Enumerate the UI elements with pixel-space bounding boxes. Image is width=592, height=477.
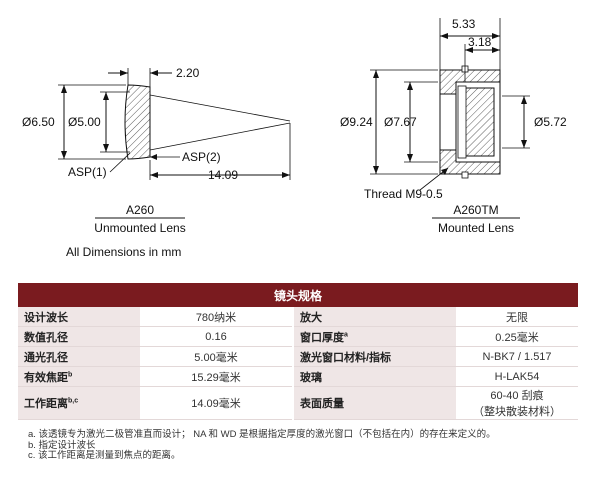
part-number-a260: A260 xyxy=(126,203,154,217)
label-clear-aperture: 通光孔径 xyxy=(18,346,140,367)
value-working-distance: 14.09毫米 xyxy=(140,386,293,420)
dim-outer-diameter: Ø6.50 xyxy=(22,115,55,129)
value-magnification: 无限 xyxy=(456,307,578,327)
value-numerical-aperture: 0.16 xyxy=(140,326,293,347)
footnote-a: a. 该透镜专为激光二极管准直而设计； NA 和 WD 是根据指定厚度的激光窗口… xyxy=(28,429,496,440)
lens-spec-table: 镜头规格 设计波长 780纳米 放大 无限 数值孔径 0.16 窗口厚度a 0.… xyxy=(18,283,578,420)
dim-clear-aperture: Ø5.00 xyxy=(68,115,101,129)
lens-body xyxy=(124,84,151,160)
technical-drawing: Ø6.50 Ø5.00 2.20 ASP(2) ASP(1) 14.09 A26… xyxy=(22,17,567,259)
caption-unmounted-lens: Unmounted Lens xyxy=(94,221,185,235)
value-window-material: N-BK7 / 1.517 xyxy=(456,346,578,367)
label-thread: Thread M9-0.5 xyxy=(364,187,443,201)
label-numerical-aperture: 数值孔径 xyxy=(18,326,140,347)
label-design-wavelength: 设计波长 xyxy=(18,307,140,327)
part-number-a260tm: A260TM xyxy=(453,203,498,217)
label-asp2: ASP(2) xyxy=(182,150,221,164)
label-working-distance: 工作距离b,c xyxy=(18,386,140,420)
table-row: 设计波长 780纳米 放大 无限 xyxy=(18,307,578,327)
dim-thread-diameter: Ø7.67 xyxy=(384,115,417,129)
dim-housing-diameter: Ø9.24 xyxy=(340,115,373,129)
value-design-wavelength: 780纳米 xyxy=(140,307,293,327)
label-effective-focal-length: 有效焦距b xyxy=(18,366,140,387)
footnote-c: c. 该工作距离是测量到焦点的距离。 xyxy=(28,450,181,461)
label-magnification: 放大 xyxy=(292,307,456,327)
value-clear-aperture: 5.00毫米 xyxy=(140,346,293,367)
table-row: 有效焦距b 15.29毫米 玻璃 H-LAK54 xyxy=(18,366,578,387)
dim-thickness: 2.20 xyxy=(176,66,200,80)
table-row: 工作距离b,c 14.09毫米 表面质量 60-40 刮痕（整块散装材料） xyxy=(18,386,578,420)
footnote-b: b. 指定设计波长 xyxy=(28,439,96,451)
units-note: All Dimensions in mm xyxy=(66,245,181,259)
label-asp1: ASP(1) xyxy=(68,165,107,179)
label-window-material: 激光窗口材料/指标 xyxy=(292,346,456,367)
footnotes: a. 该透镜专为激光二极管准直而设计； NA 和 WD 是根据指定厚度的激光窗口… xyxy=(28,429,588,462)
label-window-thickness: 窗口厚度a xyxy=(292,326,456,347)
dim-clear-diameter: Ø5.72 xyxy=(534,115,567,129)
dim-housing-length: 5.33 xyxy=(452,17,476,31)
label-glass: 玻璃 xyxy=(292,366,456,387)
value-effective-focal-length: 15.29毫米 xyxy=(140,366,293,387)
spec-table-title: 镜头规格 xyxy=(18,283,578,307)
unmounted-lens-drawing xyxy=(58,68,291,219)
value-surface-quality: 60-40 刮痕（整块散装材料） xyxy=(456,386,578,420)
table-row: 通光孔径 5.00毫米 激光窗口材料/指标 N-BK7 / 1.517 xyxy=(18,346,578,367)
table-row: 数值孔径 0.16 窗口厚度a 0.25毫米 xyxy=(18,326,578,347)
dim-working-distance: 14.09 xyxy=(208,168,238,182)
caption-mounted-lens: Mounted Lens xyxy=(438,221,514,235)
value-glass: H-LAK54 xyxy=(456,366,578,387)
value-window-thickness: 0.25毫米 xyxy=(456,326,578,347)
mounted-lens-drawing xyxy=(370,18,530,219)
dim-lens-offset: 3.18 xyxy=(468,35,492,49)
label-surface-quality: 表面质量 xyxy=(292,386,456,420)
